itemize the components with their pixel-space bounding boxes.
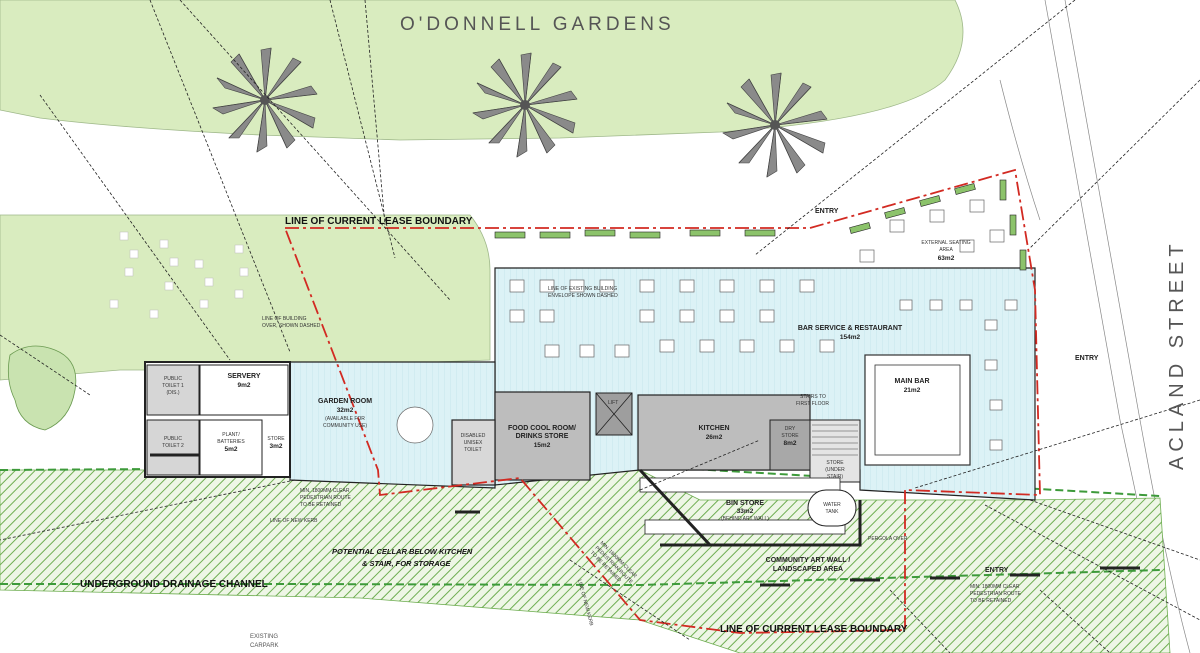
- gardens-label: O'DONNELL GARDENS: [400, 14, 675, 35]
- drainage-line: [0, 569, 1161, 587]
- bin-note: (BEHIND ART WALL): [721, 516, 769, 522]
- note-ped-right-1: MIN. 1800MM CLEAR: [970, 584, 1020, 590]
- main-bar-area: 21m2: [904, 387, 921, 394]
- coolroom-line2: DRINKS STORE: [516, 433, 569, 440]
- kitchen-area: 26m2: [706, 434, 723, 441]
- lease-label-top: LINE OF CURRENT LEASE BOUNDARY: [285, 216, 473, 227]
- plant-area: 5m2: [224, 446, 237, 453]
- toilet1-line1: PUBLIC: [164, 376, 182, 382]
- stair-store-line2: (UNDER: [825, 467, 845, 473]
- artwall-line2: LANDSCAPED AREA: [773, 566, 843, 573]
- note-lift: LIFT: [608, 400, 618, 406]
- tank-line2: TANK: [826, 509, 840, 515]
- tables: [396, 199, 1018, 451]
- seating-area: 63m2: [938, 255, 955, 262]
- store-small-area: 3m2: [269, 443, 282, 450]
- note-stairs-1: STAIRS TO: [800, 394, 826, 400]
- stair-block: [809, 419, 861, 483]
- lease-boundary: [283, 168, 1041, 634]
- note-envelope-2: ENVELOPE SHOWN DASHED: [548, 293, 618, 299]
- planter-bars: [494, 179, 1027, 271]
- note-envelope-1: LINE OF EXISTING BUILDING: [548, 286, 617, 292]
- plant-line2: BATTERIES: [217, 439, 245, 445]
- svg-text:ACLAND STREET: ACLAND STREET: [1166, 239, 1188, 470]
- diag-wall: [638, 468, 712, 547]
- note-overdash-2: OVER, SHOWN DASHED: [262, 323, 321, 329]
- note-ped-left-1: MIN. 1800MM CLEAR: [300, 488, 350, 494]
- lease-label-bottom: LINE OF CURRENT LEASE BOUNDARY: [720, 624, 908, 635]
- garden-room-area: 32m2: [337, 407, 354, 414]
- toilet2-line2: TOILET 2: [162, 443, 184, 449]
- note-new-kerb: LINE OF NEW KERB: [270, 518, 318, 524]
- toilet2-block: [146, 419, 200, 476]
- kitchen-name: KITCHEN: [698, 425, 729, 432]
- plant-block: [199, 419, 263, 476]
- kerb-dashes: [150, 453, 1140, 587]
- main-bar-counter: [864, 354, 971, 466]
- disabled-line3: TOILET: [464, 447, 481, 453]
- note-overdash-1: LINE OF BUILDING: [262, 316, 307, 322]
- toilet1-line2: TOILET 1: [162, 383, 184, 389]
- cellar-label-2: & STAIR, FOR STORAGE: [362, 559, 451, 568]
- bin-name: BIN STORE: [726, 500, 764, 507]
- seating-line1: EXTERNAL SEATING: [921, 240, 970, 246]
- note-ped-left-3: TO BE RETAINED: [300, 502, 342, 508]
- servery-block: [199, 364, 289, 416]
- servery-area: 9m2: [237, 382, 250, 389]
- plant-line1: PLANT/: [222, 432, 240, 438]
- dry-line1: DRY: [785, 426, 796, 432]
- servery-name: SERVERY: [227, 373, 260, 380]
- note-ped-right-3: TO BE RETAINED: [970, 598, 1012, 604]
- toilet1-block: [146, 364, 200, 416]
- coolroom-block: [494, 391, 591, 481]
- dry-store-block: [769, 419, 811, 471]
- cellar-label-1: POTENTIAL CELLAR BELOW KITCHEN: [332, 547, 473, 556]
- store-small-name: STORE: [267, 436, 285, 442]
- artwall-line1: COMMUNITY ART WALL /: [766, 557, 851, 564]
- garden-room-name: GARDEN ROOM: [318, 398, 372, 405]
- toilet1-line3: (DIS.): [166, 390, 179, 396]
- note-pergola: PERGOLA OVER: [868, 536, 908, 542]
- coolroom-line1: FOOD COOL ROOM/: [508, 425, 576, 432]
- coolroom-area: 15m2: [534, 442, 551, 449]
- paving-squares: [109, 231, 249, 319]
- tank-line1: WATER: [823, 502, 841, 508]
- shrub-left: [7, 345, 77, 431]
- note-ped-right-2: PEDESTRIAN ROUTE: [970, 591, 1022, 597]
- art-wall: [660, 500, 862, 547]
- bin-area: 33m2: [737, 508, 754, 515]
- stair-store-line1: STORE: [826, 460, 844, 466]
- seating-line2: AREA: [939, 247, 953, 253]
- note-stairs-2: FIRST FLOOR: [796, 401, 829, 407]
- disabled-toilet-block: [451, 419, 496, 486]
- main-bar-name: MAIN BAR: [895, 378, 930, 385]
- dry-line2: STORE: [781, 433, 799, 439]
- garden-room-note2: COMMUNITY USE): [323, 423, 367, 429]
- entry-north: ENTRY: [815, 208, 839, 215]
- carpark-label-2: CARPARK: [250, 643, 279, 649]
- drainage-label: UNDERGROUND DRAINAGE CHANNEL: [80, 579, 268, 590]
- stair-treads: [812, 424, 858, 456]
- entry-east: ENTRY: [1075, 355, 1099, 362]
- carpark-label-1: EXISTING: [250, 634, 278, 640]
- bar-area: 154m2: [840, 334, 861, 341]
- toilet2-line1: PUBLIC: [164, 436, 182, 442]
- entry-south: ENTRY: [985, 567, 1009, 574]
- note-ped-left-2: PEDESTRIAN ROUTE: [300, 495, 352, 501]
- stair-store-line3: STAIR): [827, 474, 843, 480]
- disabled-line1: DISABLED: [461, 433, 486, 439]
- street-label: ACLAND STREET: [1166, 239, 1188, 470]
- water-tank: [807, 489, 857, 527]
- dry-area: 8m2: [783, 440, 796, 447]
- garden-room-note1: (AVAILABLE FOR: [325, 416, 365, 422]
- bar-name: BAR SERVICE & RESTAURANT: [798, 325, 903, 332]
- disabled-line2: UNISEX: [464, 440, 483, 446]
